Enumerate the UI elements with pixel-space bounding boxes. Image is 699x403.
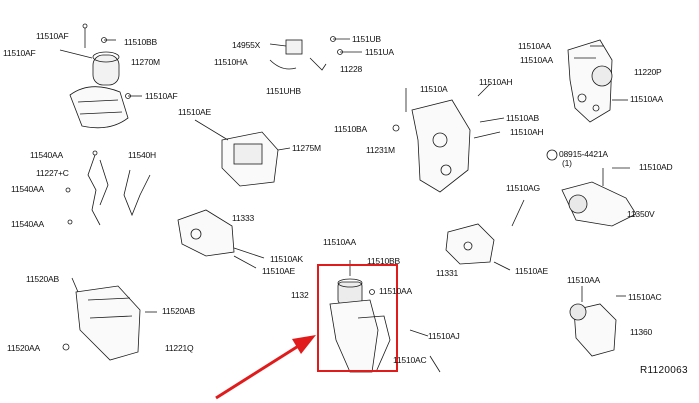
part-label: 11220P (634, 67, 662, 77)
mount-11360-drawing (569, 286, 626, 357)
part-label: 11510AE (262, 266, 295, 276)
part-label: 11510AA (520, 55, 553, 65)
part-label: 11510AA (567, 275, 600, 285)
part-label: 11510HA (214, 57, 248, 67)
part-label: 11510A (420, 84, 448, 94)
reference-code: R1120063 (640, 365, 688, 376)
part-label: 11510AG (506, 183, 540, 193)
part-label: 11510AA (630, 94, 663, 104)
part-label: 08915-4421A (559, 149, 608, 159)
part-label: 11331 (436, 268, 459, 278)
part-label: 11540AA (11, 219, 44, 229)
highlight-arrow-head (292, 335, 316, 354)
part-label: 11540AA (30, 150, 63, 160)
part-label: 11510AH (479, 77, 513, 87)
part-label: 11520AB (162, 306, 195, 316)
part-label: 11540H (128, 150, 156, 160)
small-parts-top-drawing (269, 36, 362, 71)
part-label: 11227+C (36, 168, 69, 178)
part-label: 11510AF (3, 48, 36, 58)
highlight-arrow-shaft (215, 343, 301, 400)
mount-11270m-drawing (59, 23, 142, 129)
bracket-11221q-drawing (62, 277, 157, 361)
part-label: 1132 (291, 290, 309, 300)
rods-11540h-drawing (65, 150, 151, 226)
part-label: 11510AD (639, 162, 673, 172)
part-label: 14955X (232, 40, 261, 50)
part-label: 11510BB (367, 256, 400, 266)
mount-11275m-drawing (194, 119, 291, 187)
part-label: 11510AJ (428, 331, 460, 341)
part-label: 11510AE (178, 107, 211, 117)
bracket-11331-drawing (445, 223, 511, 271)
part-label: 11275M (292, 143, 321, 153)
part-label: 11510AC (393, 355, 427, 365)
bracket-11220p-drawing (567, 39, 628, 123)
part-label: 11510BB (124, 37, 157, 47)
part-label: 11510AF (145, 91, 178, 101)
part-label: 11520AB (26, 274, 59, 284)
bracket-11231m-drawing (392, 83, 505, 193)
part-label: (1) (562, 158, 572, 168)
part-label: 11510BA (334, 124, 367, 134)
highlight-box (317, 264, 398, 372)
insulator-11350v-drawing (511, 149, 637, 227)
part-label: 11510AF (36, 31, 69, 41)
part-label: 11228 (340, 64, 363, 74)
part-label: 11231M (366, 145, 395, 155)
part-label: 1151UHB (266, 86, 301, 96)
part-label: 11270M (131, 57, 160, 67)
part-label: 11540AA (11, 184, 44, 194)
part-label: 11510AA (379, 286, 412, 296)
part-label: 11360 (630, 327, 653, 337)
part-label: 1151UB (352, 34, 381, 44)
part-label: 1151UA (365, 47, 394, 57)
bracket-11333-drawing (177, 209, 265, 269)
part-label: 11510AB (506, 113, 539, 123)
part-label: 11221Q (165, 343, 194, 353)
part-label: 11510AA (518, 41, 551, 51)
part-label: 11510AK (270, 254, 303, 264)
part-label: 11510AC (628, 292, 662, 302)
part-label: 11333 (232, 213, 255, 223)
part-label: 11510AA (323, 237, 356, 247)
part-label: 11510AH (510, 127, 544, 137)
part-label: 11510AE (515, 266, 548, 276)
part-label: 11350V (627, 209, 655, 219)
part-label: 11520AA (7, 343, 40, 353)
